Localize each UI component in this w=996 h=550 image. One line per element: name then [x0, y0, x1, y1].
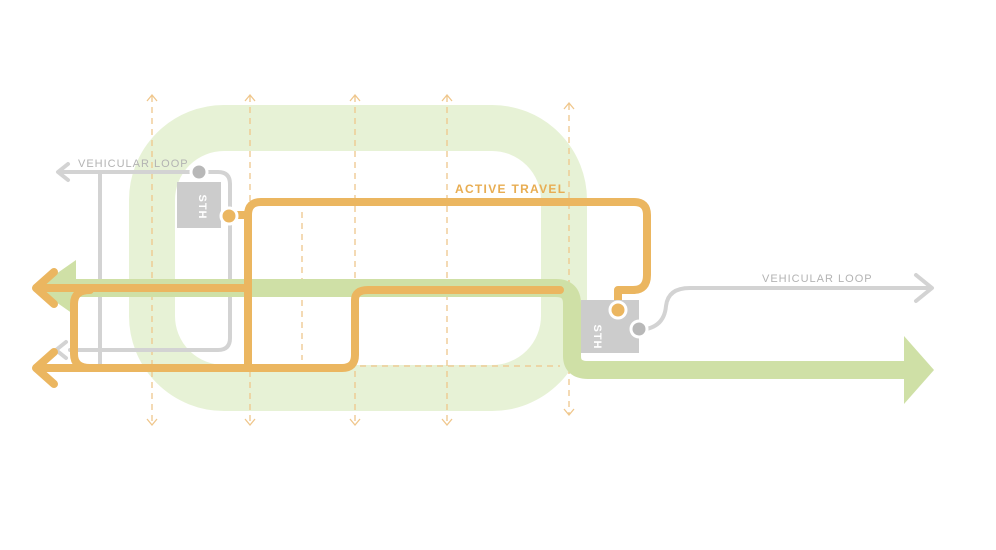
active-travel-label: ACTIVE TRAVEL	[455, 182, 566, 196]
sth-right-label: STH	[591, 325, 603, 350]
vehicular-loop-right-route	[634, 273, 934, 332]
vehicular-loop-right-label: VEHICULAR LOOP	[762, 273, 873, 285]
sth-left-label: STH	[196, 195, 208, 220]
vehicular-loop-left-label: VEHICULAR LOOP	[78, 158, 189, 170]
vehicular-loop-left-route	[54, 162, 232, 370]
green-loop	[129, 105, 587, 411]
sth-block-left: STH	[177, 162, 239, 228]
sth-block-right: STH	[581, 300, 649, 353]
active-travel-route	[32, 198, 651, 388]
